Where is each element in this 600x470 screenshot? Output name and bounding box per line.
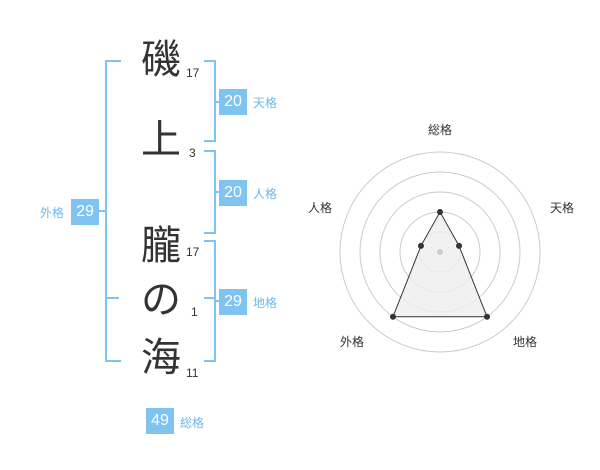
jinkaku-value: 20: [219, 180, 247, 206]
radar-axis-label-tenkaku: 天格: [550, 200, 574, 215]
gaikaku-label: 外格: [40, 206, 65, 220]
chikaku-connector: [214, 300, 220, 302]
name-char-5: 海: [141, 335, 181, 381]
radar-point: [417, 242, 424, 249]
tenkaku-connector: [214, 101, 220, 103]
gaikaku-connector: [97, 210, 105, 212]
soukaku-value: 49: [146, 408, 174, 434]
chikaku-inner-tick: [204, 297, 214, 299]
radar-center: [437, 249, 443, 255]
name-char-1: 磯: [141, 37, 181, 83]
chikaku-value: 29: [219, 289, 247, 315]
radar-point: [456, 242, 463, 249]
stroke-count-1: 17: [186, 66, 200, 80]
name-char-2: 上: [141, 117, 181, 163]
gaikaku-value: 29: [71, 199, 99, 225]
radar-ring: [339, 151, 541, 353]
radar-shape: [392, 210, 488, 318]
radar-point: [437, 209, 443, 215]
fortune-radar-chart: 総格 天格 地格 外格 人格: [308, 122, 574, 353]
radar-point: [484, 313, 491, 320]
stroke-count-2: 3: [189, 146, 196, 160]
jinkaku-label: 人格: [253, 187, 278, 201]
tenkaku-value: 20: [219, 89, 247, 115]
radar-axis-label-chikaku: 地格: [513, 334, 537, 349]
radar-axis-label-jinkaku: 人格: [308, 200, 332, 215]
stroke-count-5: 11: [186, 366, 199, 380]
stroke-count-3: 17: [186, 245, 200, 259]
name-char-3: 朧: [141, 223, 181, 269]
radar-ring: [359, 171, 521, 333]
name-char-4: の: [141, 277, 181, 323]
radar-axis-label-gaikaku: 外格: [340, 334, 364, 349]
chikaku-label: 地格: [253, 296, 278, 310]
radar-axis-label-soukaku: 総格: [428, 122, 452, 137]
tenkaku-label: 天格: [253, 96, 278, 110]
radar-points: [389, 209, 491, 320]
soukaku-label: 総格: [180, 416, 205, 430]
jinkaku-connector: [214, 191, 220, 193]
gaikaku-inner-tick: [105, 297, 119, 299]
radar-point: [389, 313, 396, 320]
gaikaku-bracket: [105, 60, 121, 362]
stroke-count-4: 1: [191, 305, 198, 319]
